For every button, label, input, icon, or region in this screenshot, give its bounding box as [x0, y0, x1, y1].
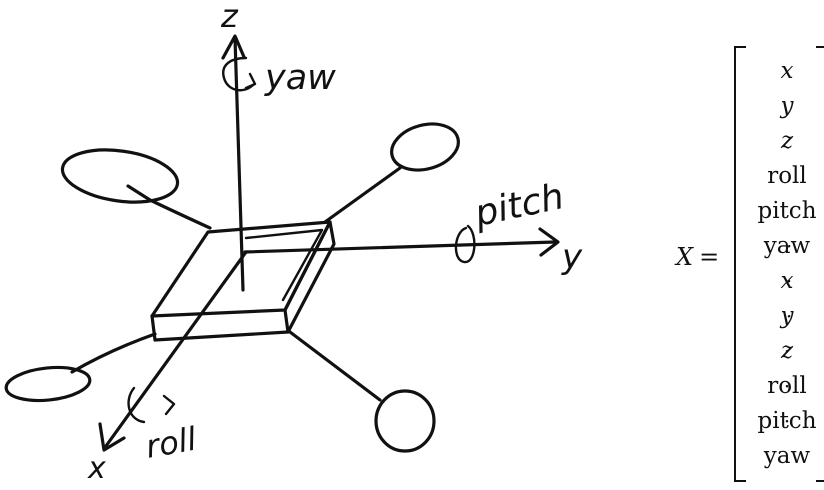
arm-front-right	[288, 330, 382, 402]
time-derivative-dot: ˙	[781, 348, 793, 373]
vector-entry: y	[748, 89, 824, 124]
vector-entry-text: roll	[767, 373, 807, 399]
x-axis-label: x	[87, 451, 106, 486]
arm-front-left	[126, 184, 212, 230]
vector-entry: x	[748, 54, 824, 89]
pitch-rotation-icon	[454, 224, 476, 264]
y-axis	[243, 227, 560, 257]
yaw-label: yaw	[264, 58, 336, 98]
vector-entry: yaw˙	[748, 420, 824, 474]
arm-back-left	[70, 332, 157, 374]
vector-entry-text: x	[780, 268, 794, 294]
time-derivative-dot: ˙	[781, 418, 793, 443]
vector-entry-text: y	[780, 303, 794, 329]
vector-entry: yaw	[748, 229, 824, 264]
right-bracket	[816, 46, 824, 482]
y-axis-label: y	[561, 237, 583, 277]
vector-entry: y˙	[748, 280, 824, 334]
time-derivative-dot: ˙	[781, 243, 793, 268]
vector-entry-text: x	[780, 58, 794, 84]
rotor-right	[390, 122, 460, 172]
rotor-bottom-right	[374, 389, 436, 453]
roll-rotation-icon	[127, 386, 176, 424]
rotor-bottom-left	[4, 365, 92, 403]
vector-entry: pitch	[748, 194, 824, 229]
vector-entry-text: pitch	[757, 408, 817, 434]
rotor-left	[60, 148, 180, 204]
vector-entry-text: z	[780, 128, 794, 154]
vector-entry-text: pitch	[757, 198, 817, 224]
vector-entry-text: y	[780, 93, 794, 119]
left-bracket	[734, 46, 746, 482]
drone-body	[150, 220, 336, 342]
yaw-rotation-icon	[222, 56, 257, 92]
z-axis	[221, 34, 246, 292]
vector-entry-text: yaw	[763, 443, 811, 469]
state-vector-symbol: X	[676, 243, 694, 271]
time-derivative-dot: ˙	[781, 278, 793, 303]
vector-entry-text: z	[780, 338, 794, 364]
quadcopter-sketch: z yaw y pitch x roll	[4, 0, 583, 486]
vector-entry-text: roll	[767, 163, 807, 189]
z-axis-label: z	[220, 0, 239, 35]
roll-label: roll	[143, 420, 199, 466]
vector-entry-text: yaw	[763, 233, 811, 259]
equals-sign: =	[699, 243, 720, 271]
time-derivative-dot: ˙	[781, 383, 793, 408]
vector-entry: z	[748, 124, 824, 159]
arm-back-right	[323, 166, 402, 224]
vector-entry: roll˙	[748, 350, 824, 404]
pitch-label: pitch	[470, 176, 567, 235]
time-derivative-dot: ˙	[781, 313, 793, 338]
vector-entry: pitch˙	[748, 385, 824, 439]
vector-entry: x˙	[748, 245, 824, 299]
vector-entry: roll	[748, 159, 824, 194]
vector-entry: z˙	[748, 315, 824, 369]
x-axis	[98, 250, 248, 452]
state-vector-lhs: X=	[676, 243, 719, 271]
